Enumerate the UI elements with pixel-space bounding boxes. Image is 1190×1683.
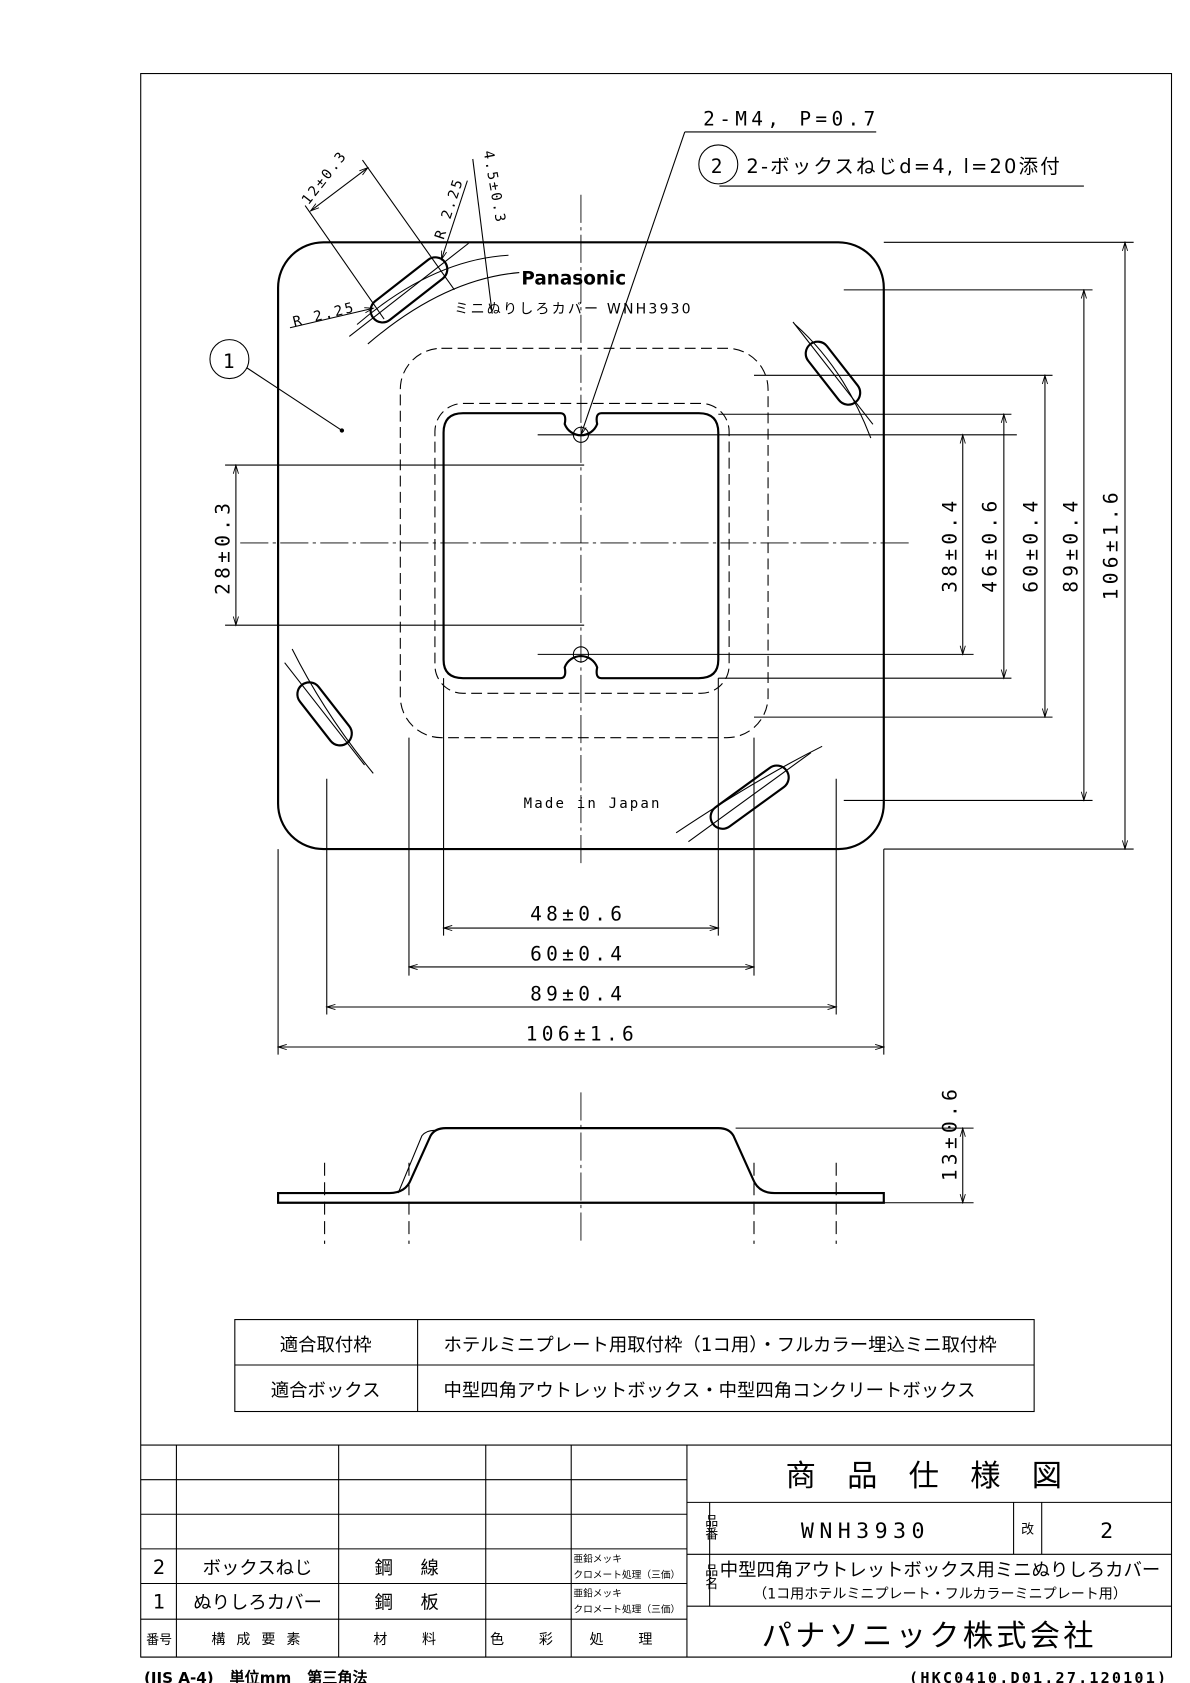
slot-bottom-right bbox=[688, 752, 812, 843]
slot-top-right bbox=[792, 321, 874, 425]
product-marking: ミニぬりしろカバー WNH3930 bbox=[454, 302, 692, 318]
screw-balloon bbox=[698, 144, 739, 185]
rev-label: 改 bbox=[1021, 1523, 1034, 1538]
header-material: 材 料 bbox=[373, 1632, 451, 1648]
part-no: 2 bbox=[153, 1556, 165, 1579]
title-block-grid bbox=[140, 1444, 1172, 1658]
product-name: 中型四角アウトレットボックス用ミニぬりしろカバー bbox=[720, 1560, 1160, 1581]
part-balloon-number: 1 bbox=[223, 350, 239, 373]
part-number: WNH3930 bbox=[801, 1519, 930, 1544]
dim-line bbox=[362, 159, 455, 291]
slot-offset-dim: 4.5±0.3 bbox=[480, 149, 509, 225]
slot-radius-left: R 2.25 bbox=[291, 300, 357, 331]
slot-arc bbox=[367, 272, 520, 345]
part-leader bbox=[246, 367, 343, 431]
spec-value-box: 中型四角アウトレットボックス・中型四角コンクリートボックス bbox=[444, 1380, 976, 1401]
slot-radius-top: R 2.25 bbox=[432, 176, 467, 242]
part-finish-1: 亜鉛メッキ bbox=[573, 1552, 622, 1565]
part-name: ボックスねじ bbox=[203, 1558, 313, 1579]
screw-balloon-number: 2 bbox=[711, 155, 727, 178]
spec-value-frame: ホテルミニプレート用取付枠（1コ用）・フルカラー埋込ミニ取付枠 bbox=[444, 1335, 997, 1356]
part-finish-2: クロメート処理（三価） bbox=[573, 1603, 680, 1616]
vertical-dimensions bbox=[225, 242, 1134, 849]
plate-outline bbox=[277, 241, 885, 851]
footer-left: (JIS A-4) 単位mm 第三角法 bbox=[144, 1669, 368, 1683]
raised-area-outer bbox=[399, 347, 769, 739]
sheet-title: 商 品 仕 様 図 bbox=[786, 1459, 1073, 1494]
dim-106-v: 106±1.6 bbox=[1099, 488, 1122, 600]
header-no: 番号 bbox=[146, 1633, 172, 1648]
raised-area-inner bbox=[434, 402, 730, 694]
spec-table bbox=[234, 1319, 1035, 1413]
dim-line bbox=[304, 205, 385, 320]
footer-right: (HKC0410.D01.27.120101) bbox=[909, 1669, 1168, 1683]
company-name: パナソニック株式会社 bbox=[762, 1619, 1097, 1654]
slot-arc bbox=[291, 648, 374, 774]
dim-89-v: 89±0.4 bbox=[1059, 496, 1082, 592]
part-no-label: 品番 bbox=[691, 1514, 717, 1541]
dim-106: 106±1.6 bbox=[526, 1023, 638, 1046]
spec-label-frame: 適合取付枠 bbox=[280, 1335, 372, 1356]
brand-logo: Panasonic bbox=[521, 268, 626, 289]
slot-top-left bbox=[348, 242, 469, 337]
dim-28: 28±0.3 bbox=[211, 499, 234, 595]
spec-label-box: 適合ボックス bbox=[271, 1380, 381, 1401]
rev-number: 2 bbox=[1100, 1519, 1113, 1544]
slot-arc bbox=[675, 745, 823, 834]
dim-line bbox=[472, 158, 493, 314]
part-material: 鋼 板 bbox=[375, 1592, 450, 1613]
dim-48: 48±0.6 bbox=[530, 902, 626, 925]
slot-bottom-left bbox=[284, 662, 365, 766]
side-view bbox=[277, 1092, 974, 1244]
slot-width-dim: 12±0.3 bbox=[299, 148, 351, 208]
dim-38: 38±0.4 bbox=[938, 496, 961, 592]
part-finish-1: 亜鉛メッキ bbox=[573, 1586, 622, 1599]
dim-line bbox=[311, 168, 368, 211]
dim-13: 13±0.6 bbox=[938, 1085, 961, 1181]
slot-arc bbox=[356, 254, 509, 325]
name-label: 品名 bbox=[691, 1564, 717, 1590]
dim-60-v: 60±0.4 bbox=[1019, 496, 1042, 592]
screw-note: 2-ボックスねじd=4, l=20添付 bbox=[746, 155, 1061, 178]
horizontal-dimensions bbox=[278, 678, 884, 1055]
part-name: ぬりしろカバー bbox=[193, 1592, 322, 1613]
thread-callout: 2-M4, P=0.7 bbox=[703, 107, 879, 130]
origin-marking: Made in Japan bbox=[524, 796, 662, 812]
product-name-sub: （1コ用ホテルミニプレート・フルカラーミニプレート用） bbox=[753, 1587, 1127, 1603]
dim-46: 46±0.6 bbox=[978, 496, 1001, 592]
dim-89: 89±0.4 bbox=[530, 982, 626, 1005]
part-no: 1 bbox=[153, 1590, 165, 1613]
header-finish: 処 理 bbox=[590, 1632, 668, 1648]
dim-60: 60±0.4 bbox=[530, 942, 626, 965]
header-name: 構 成 要 素 bbox=[211, 1632, 303, 1648]
callout-leader bbox=[580, 131, 686, 435]
part-material: 鋼 線 bbox=[375, 1558, 450, 1579]
part-finish-2: クロメート処理（三価） bbox=[573, 1568, 680, 1581]
header-color: 色 彩 bbox=[490, 1631, 568, 1648]
dim-line bbox=[289, 308, 373, 329]
part-balloon bbox=[209, 339, 250, 380]
dim-line bbox=[440, 180, 468, 260]
slot-arc bbox=[794, 324, 872, 439]
